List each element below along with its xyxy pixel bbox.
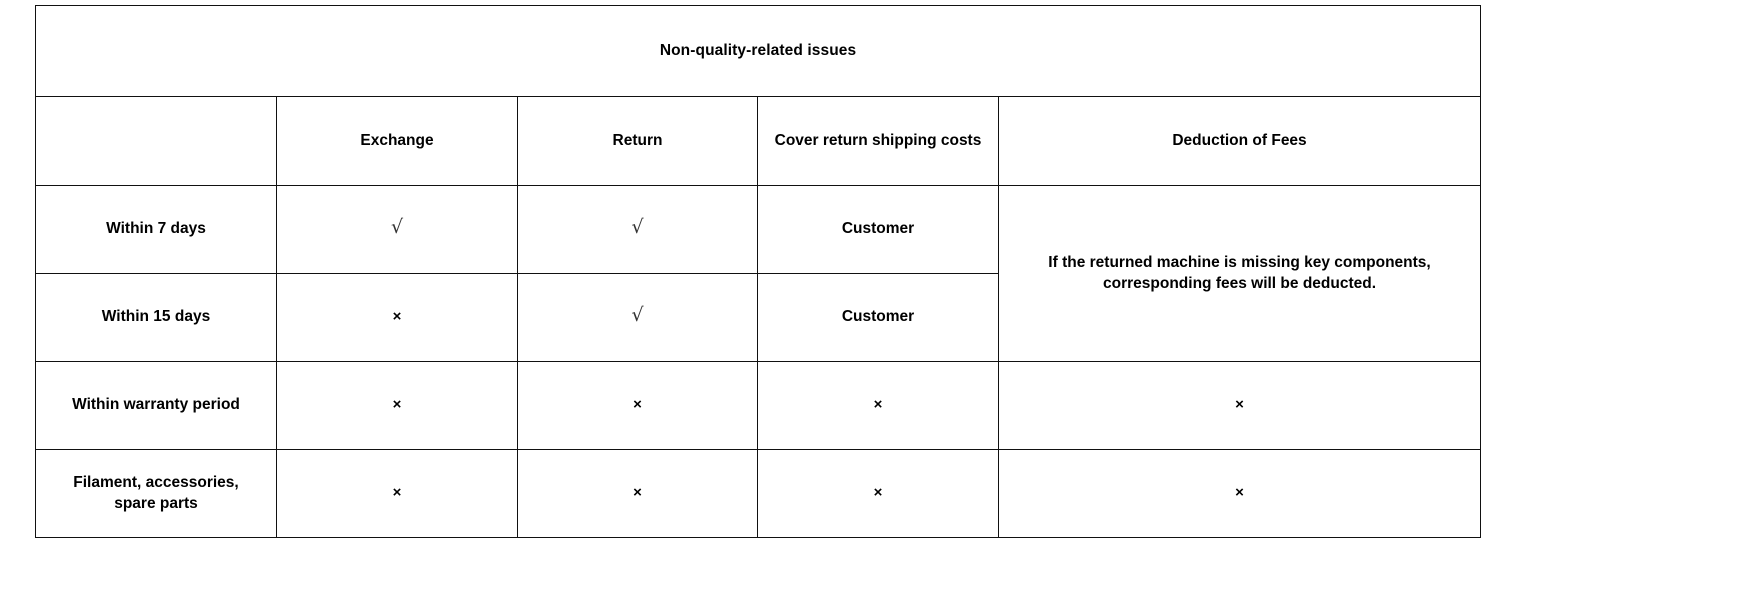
cell-deduction-note: If the returned machine is missing key c… [997, 185, 1482, 362]
cell-within-7-days-exchange: √ [276, 185, 518, 274]
cell-filament-shipping: × [757, 449, 999, 538]
cell-within-15-days-shipping: Customer [757, 273, 999, 362]
row-label-within-warranty-period: Within warranty period [35, 361, 277, 450]
column-header-shipping: Cover return shipping costs [757, 96, 999, 186]
table-title-row: Non-quality-related issues [34, 5, 1482, 97]
table-row: Filament, accessories, spare parts × × ×… [35, 449, 1482, 538]
column-header-exchange: Exchange [276, 96, 518, 186]
row-label-filament-accessories-spare-parts: Filament, accessories, spare parts [35, 449, 277, 538]
cross-icon: × [633, 396, 642, 414]
cell-filament-return: × [517, 449, 758, 538]
table-row: Within 15 days × √ Customer [35, 273, 1481, 362]
column-header-deduction: Deduction of Fees [997, 96, 1482, 186]
row-label-within-15-days: Within 15 days [35, 273, 277, 362]
cross-icon: × [1235, 484, 1244, 502]
cell-warranty-deduction: × [997, 361, 1482, 450]
cell-within-7-days-return: √ [517, 185, 758, 274]
cross-icon: × [392, 396, 402, 414]
cross-icon: × [873, 396, 883, 414]
row-label-within-7-days: Within 7 days [35, 185, 277, 274]
cell-warranty-exchange: × [276, 361, 518, 450]
row-label-text: Filament, accessories, spare parts [73, 473, 239, 512]
column-header-category [35, 96, 277, 186]
table-row: Within warranty period × × × × [35, 361, 1482, 450]
check-icon: √ [631, 215, 644, 238]
cross-icon: × [392, 308, 402, 326]
table-header-row: Exchange Return Cover return shipping co… [35, 96, 1482, 186]
cell-warranty-return: × [517, 361, 758, 450]
table-row: Within 7 days √ √ Customer If the return… [35, 185, 1482, 362]
cross-icon: × [633, 484, 642, 502]
cross-icon: × [873, 484, 883, 502]
cell-within-15-days-exchange: × [276, 273, 518, 362]
cell-filament-exchange: × [276, 449, 518, 538]
return-policy-table: Non-quality-related issues Exchange Retu… [34, 5, 1482, 538]
cross-icon: × [392, 484, 402, 502]
cell-filament-deduction: × [997, 449, 1482, 538]
check-icon: √ [390, 215, 404, 238]
page-title: Non-quality-related issues [34, 5, 1482, 97]
column-header-return: Return [517, 96, 758, 186]
cell-within-7-days-shipping: Customer [757, 185, 999, 274]
cross-icon: × [1235, 396, 1244, 414]
check-icon: √ [631, 303, 644, 326]
cell-within-15-days-return: √ [517, 273, 758, 362]
cell-warranty-shipping: × [757, 361, 999, 450]
